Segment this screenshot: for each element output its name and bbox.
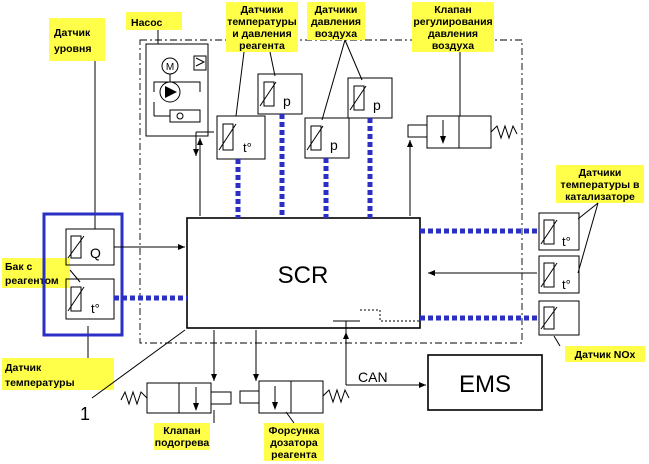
air-pressure-valve (407, 115, 518, 149)
reagent-tank (42, 212, 124, 337)
svg-text:регулирования: регулирования (413, 16, 492, 28)
svg-text:t°: t° (91, 301, 100, 316)
svg-text:p: p (373, 97, 381, 113)
svg-text:давления: давления (311, 16, 361, 28)
svg-text:подогрева: подогрева (155, 437, 210, 449)
svg-text:давления: давления (428, 28, 478, 40)
label-nox-sensor: Датчик NOx (565, 346, 645, 362)
label-pump: Насос (126, 12, 182, 30)
svg-text:воздуха: воздуха (432, 40, 474, 52)
svg-text:EMS: EMS (459, 371, 511, 398)
nox-sensor (538, 300, 580, 336)
catalyst-temp-sensor-2: t° (538, 255, 580, 294)
svg-text:CAN: CAN (358, 369, 388, 385)
svg-text:Датчики: Датчики (579, 167, 622, 179)
sensor-buses-top (235, 114, 373, 218)
svg-text:t°: t° (562, 234, 571, 249)
heater-valve (120, 382, 232, 414)
svg-text:1: 1 (80, 404, 90, 424)
svg-text:воздуха: воздуха (315, 28, 357, 40)
svg-text:дозатора: дозатора (270, 437, 318, 449)
svg-text:температуры в: температуры в (561, 179, 640, 191)
tank-temp-sensor: t° (65, 278, 115, 320)
pump: M (145, 43, 209, 137)
svg-text:реагента: реагента (271, 449, 317, 461)
svg-text:реагента: реагента (239, 40, 285, 52)
svg-text:реагентом: реагентом (5, 275, 59, 287)
svg-text:Датчики: Датчики (241, 4, 284, 16)
svg-text:Датчик: Датчик (54, 27, 91, 39)
system-boundary (139, 39, 523, 344)
leader-lines (69, 30, 599, 424)
label-injector: Форсунка дозатора реагента (264, 423, 324, 461)
catalyst-temp-sensor-1: t° (538, 212, 580, 251)
svg-text:Датчик: Датчик (5, 362, 42, 374)
label-heater-valve: Клапан подогрева (154, 423, 210, 450)
scr-controller: SCR (186, 217, 421, 329)
ems-controller: EMS (427, 354, 543, 411)
svg-text:Клапан: Клапан (163, 425, 200, 437)
svg-text:Форсунка: Форсунка (269, 425, 320, 437)
svg-text:и давления: и давления (232, 28, 292, 40)
callout-1: 1 (80, 329, 186, 424)
svg-text:Клапан: Клапан (434, 4, 471, 16)
svg-text:Датчики: Датчики (315, 4, 358, 16)
svg-text:t°: t° (562, 277, 571, 292)
label-temp-pressure-sensors: Датчики температуры и давления реагента (226, 2, 298, 52)
svg-text:p: p (283, 93, 291, 109)
label-air-valve: Клапан регулирования давления воздуха (412, 2, 494, 52)
svg-text:Датчик NOx: Датчик NOx (575, 349, 636, 361)
label-level-sensor: Датчик уровня (49, 18, 105, 61)
air-pressure-sensor-1: p (304, 117, 350, 159)
sensor-buses-right (420, 228, 539, 321)
svg-text:Бак с: Бак с (5, 261, 33, 273)
svg-text:Q: Q (90, 245, 101, 261)
level-sensor-q: Q (65, 228, 115, 266)
label-catalyst-temp-sensors: Датчики температуры в катализаторе (556, 165, 644, 203)
dosing-injector (239, 380, 350, 414)
label-temp-sensor: Датчик температуры (2, 358, 114, 390)
svg-text:SCR: SCR (278, 262, 329, 289)
label-tank: Бак с реагентом (2, 258, 70, 288)
svg-text:t°: t° (243, 140, 252, 155)
svg-text:температуры: температуры (227, 16, 297, 28)
reagent-pressure-sensor: p (257, 73, 303, 115)
label-air-pressure-sensors: Датчики давления воздуха (307, 2, 365, 40)
svg-text:Насос: Насос (131, 17, 163, 29)
svg-text:M: M (166, 62, 174, 73)
svg-text:температуры: температуры (5, 377, 75, 389)
can-bus: CAN (333, 309, 426, 388)
reagent-temp-sensor: t° (216, 115, 266, 160)
svg-text:p: p (330, 137, 338, 153)
air-pressure-sensor-2: p (347, 77, 393, 119)
svg-text:катализаторе: катализаторе (565, 191, 635, 203)
svg-text:уровня: уровня (54, 43, 91, 55)
